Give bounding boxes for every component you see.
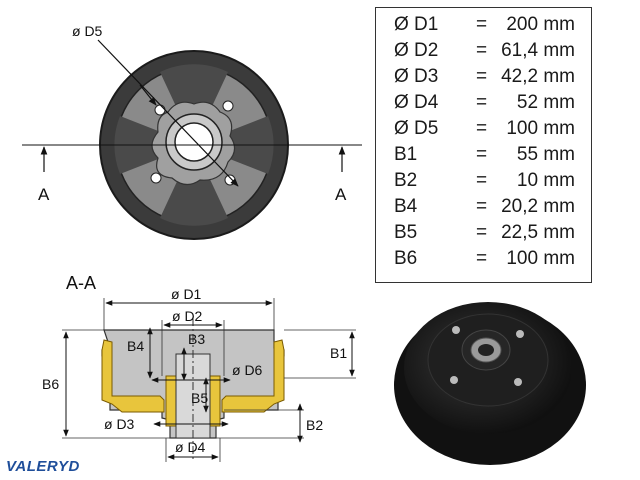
- spec-value: 100 mm: [506, 248, 575, 269]
- photo-bolt-hole: [516, 330, 524, 338]
- spec-row: Ø D1 = 200 mm: [376, 12, 591, 38]
- spec-value: 55 mm: [516, 144, 575, 165]
- hub-section-wall: [165, 375, 177, 427]
- bolt-hole: [150, 172, 162, 184]
- drum-sector-bottom: [160, 145, 228, 226]
- spec-key: Ø D1: [394, 14, 439, 35]
- spec-row: Ø D5 = 100 mm: [376, 116, 591, 142]
- spec-equals: =: [476, 40, 488, 61]
- spec-key: Ø D5: [394, 118, 439, 139]
- d1-label: ø D1: [171, 286, 202, 302]
- photo-bolt-hole: [450, 376, 458, 384]
- spec-value: 100 mm: [506, 118, 575, 139]
- d5-dim-arrow: [139, 84, 157, 106]
- d4-label: ø D4: [175, 439, 206, 455]
- spec-value: 52 mm: [516, 92, 575, 113]
- spec-key: B5: [394, 222, 418, 243]
- spec-row: Ø D3 = 42,2 mm: [376, 64, 591, 90]
- hub-section-wall: [209, 375, 221, 427]
- spec-row: B5 = 22,5 mm: [376, 220, 591, 246]
- d5-label: ø D5: [72, 23, 103, 39]
- b5-label: B5: [191, 390, 208, 406]
- product-photo: [394, 302, 586, 465]
- spec-equals: =: [476, 118, 488, 139]
- spec-value: 200 mm: [506, 14, 575, 35]
- spec-table: Ø D1 = 200 mm Ø D2 = 61,4 mm Ø D3 = 42,2…: [375, 7, 592, 283]
- spec-key: Ø D3: [394, 66, 439, 87]
- b1-label: B1: [330, 345, 347, 361]
- b4-label: B4: [127, 338, 144, 354]
- d6-label: ø D6: [232, 362, 263, 378]
- bolt-hole: [154, 104, 166, 116]
- spec-equals: =: [476, 222, 488, 243]
- drum-section-wall: [101, 339, 165, 413]
- section-title: A-A: [66, 273, 96, 293]
- spec-row: B6 = 100 mm: [376, 246, 591, 272]
- spec-key: Ø D2: [394, 40, 439, 61]
- spec-equals: =: [476, 170, 488, 191]
- d3-label: ø D3: [104, 416, 135, 432]
- bolt-hole: [224, 174, 236, 186]
- section-view: A-A ø D1 ø D2 B3 B4 B5 ø D6: [42, 273, 356, 462]
- spec-value: 10 mm: [516, 170, 575, 191]
- brand-logo: VALERYD: [6, 458, 80, 475]
- photo-bolt-hole: [514, 378, 522, 386]
- spec-row: B1 = 55 mm: [376, 142, 591, 168]
- spec-value: 42,2 mm: [501, 66, 575, 87]
- spec-value: 61,4 mm: [501, 40, 575, 61]
- spec-row: Ø D4 = 52 mm: [376, 90, 591, 116]
- drum-section-wall: [221, 339, 285, 413]
- d2-label: ø D2: [172, 308, 203, 324]
- spec-equals: =: [476, 144, 488, 165]
- spec-row: B4 = 20,2 mm: [376, 194, 591, 220]
- b6-label: B6: [42, 376, 59, 392]
- spec-key: B2: [394, 170, 418, 191]
- section-marker-right: A: [335, 185, 347, 204]
- d5-dim-line: [97, 39, 239, 187]
- bolt-hole: [222, 100, 234, 112]
- spec-equals: =: [476, 248, 488, 269]
- front-view: ø D5 A A: [22, 23, 362, 240]
- spec-key: Ø D4: [394, 92, 439, 113]
- spec-value: 20,2 mm: [501, 196, 575, 217]
- section-marker-left: A: [38, 185, 50, 204]
- spec-key: B6: [394, 248, 418, 269]
- photo-bearing-bore: [478, 344, 494, 356]
- spec-key: B1: [394, 144, 418, 165]
- spec-row: B2 = 10 mm: [376, 168, 591, 194]
- b3-label: B3: [188, 331, 205, 347]
- photo-bolt-hole: [452, 326, 460, 334]
- spec-key: B4: [394, 196, 418, 217]
- spec-equals: =: [476, 92, 488, 113]
- hub-bore: [174, 122, 214, 162]
- spec-equals: =: [476, 66, 488, 87]
- b2-label: B2: [306, 417, 323, 433]
- spec-equals: =: [476, 196, 488, 217]
- spec-equals: =: [476, 14, 488, 35]
- spec-value: 22,5 mm: [501, 222, 575, 243]
- spec-row: Ø D2 = 61,4 mm: [376, 38, 591, 64]
